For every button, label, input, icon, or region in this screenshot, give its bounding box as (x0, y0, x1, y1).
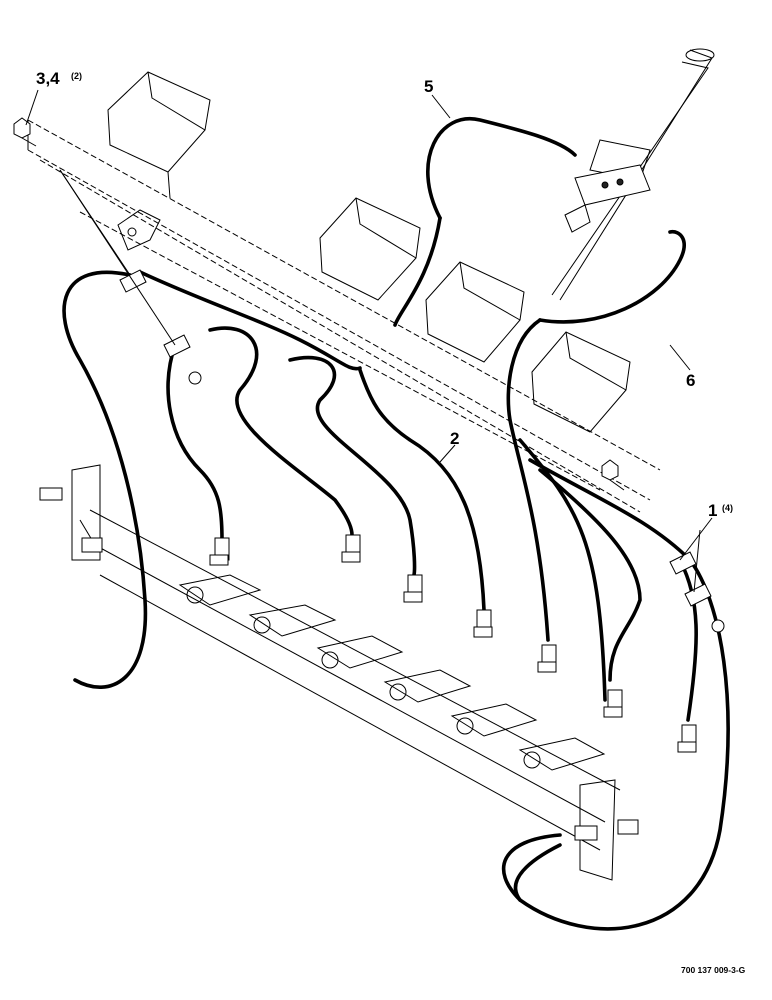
callout-number: 3,4 (36, 69, 60, 88)
knife-sections (178, 574, 606, 771)
knife-section (383, 669, 472, 703)
figure-number: 700 137 009-3-G (681, 965, 746, 975)
bolt-icon (601, 459, 625, 491)
callout-number: 5 (424, 77, 433, 96)
beam-end-mount (117, 209, 161, 251)
elbow-fitting (403, 574, 423, 603)
elbow-fitting (603, 689, 623, 718)
elbow-fitting (341, 534, 361, 563)
hose-clamps (119, 269, 712, 607)
bolt-icon (13, 117, 37, 147)
hose-fittings (39, 487, 697, 841)
callout-1: 1 (4) (708, 501, 733, 520)
upper-frame-beam (27, 119, 661, 513)
knife-section (178, 574, 262, 606)
hose-clamp (684, 583, 712, 607)
hose-clamp (163, 334, 191, 358)
elbow-fitting (209, 537, 230, 566)
cutter-drive-shaft (551, 48, 715, 301)
elbow-fitting (473, 609, 493, 638)
beam-bracket-2 (319, 197, 421, 301)
hose-2-bundle (62, 116, 730, 931)
nut-icon (711, 619, 725, 633)
beam-bracket-1 (107, 71, 211, 199)
elbow-fitting (537, 644, 557, 673)
callout-5: 5 (424, 77, 433, 96)
leader-lines (25, 89, 713, 593)
end-fitting-right (574, 819, 639, 841)
callout-quantity: (2) (71, 71, 82, 81)
beam-bracket-3 (425, 261, 525, 363)
beam-bracket-4 (531, 331, 631, 433)
elbow-fitting (677, 724, 697, 753)
callout-6: 6 (686, 371, 695, 390)
knife-section (316, 635, 404, 669)
knife-section (248, 604, 337, 637)
callout-3-4: 3,4 (2) (36, 69, 82, 88)
callout-2: 2 (450, 429, 459, 448)
knife-section (518, 737, 606, 771)
end-fitting-left (39, 487, 103, 553)
fasteners (13, 117, 725, 633)
callout-number: 6 (686, 371, 695, 390)
nut-icon (188, 371, 202, 385)
callout-quantity: (4) (722, 503, 733, 513)
callout-number: 1 (708, 501, 717, 520)
knife-section (450, 703, 538, 737)
callout-number: 2 (450, 429, 459, 448)
